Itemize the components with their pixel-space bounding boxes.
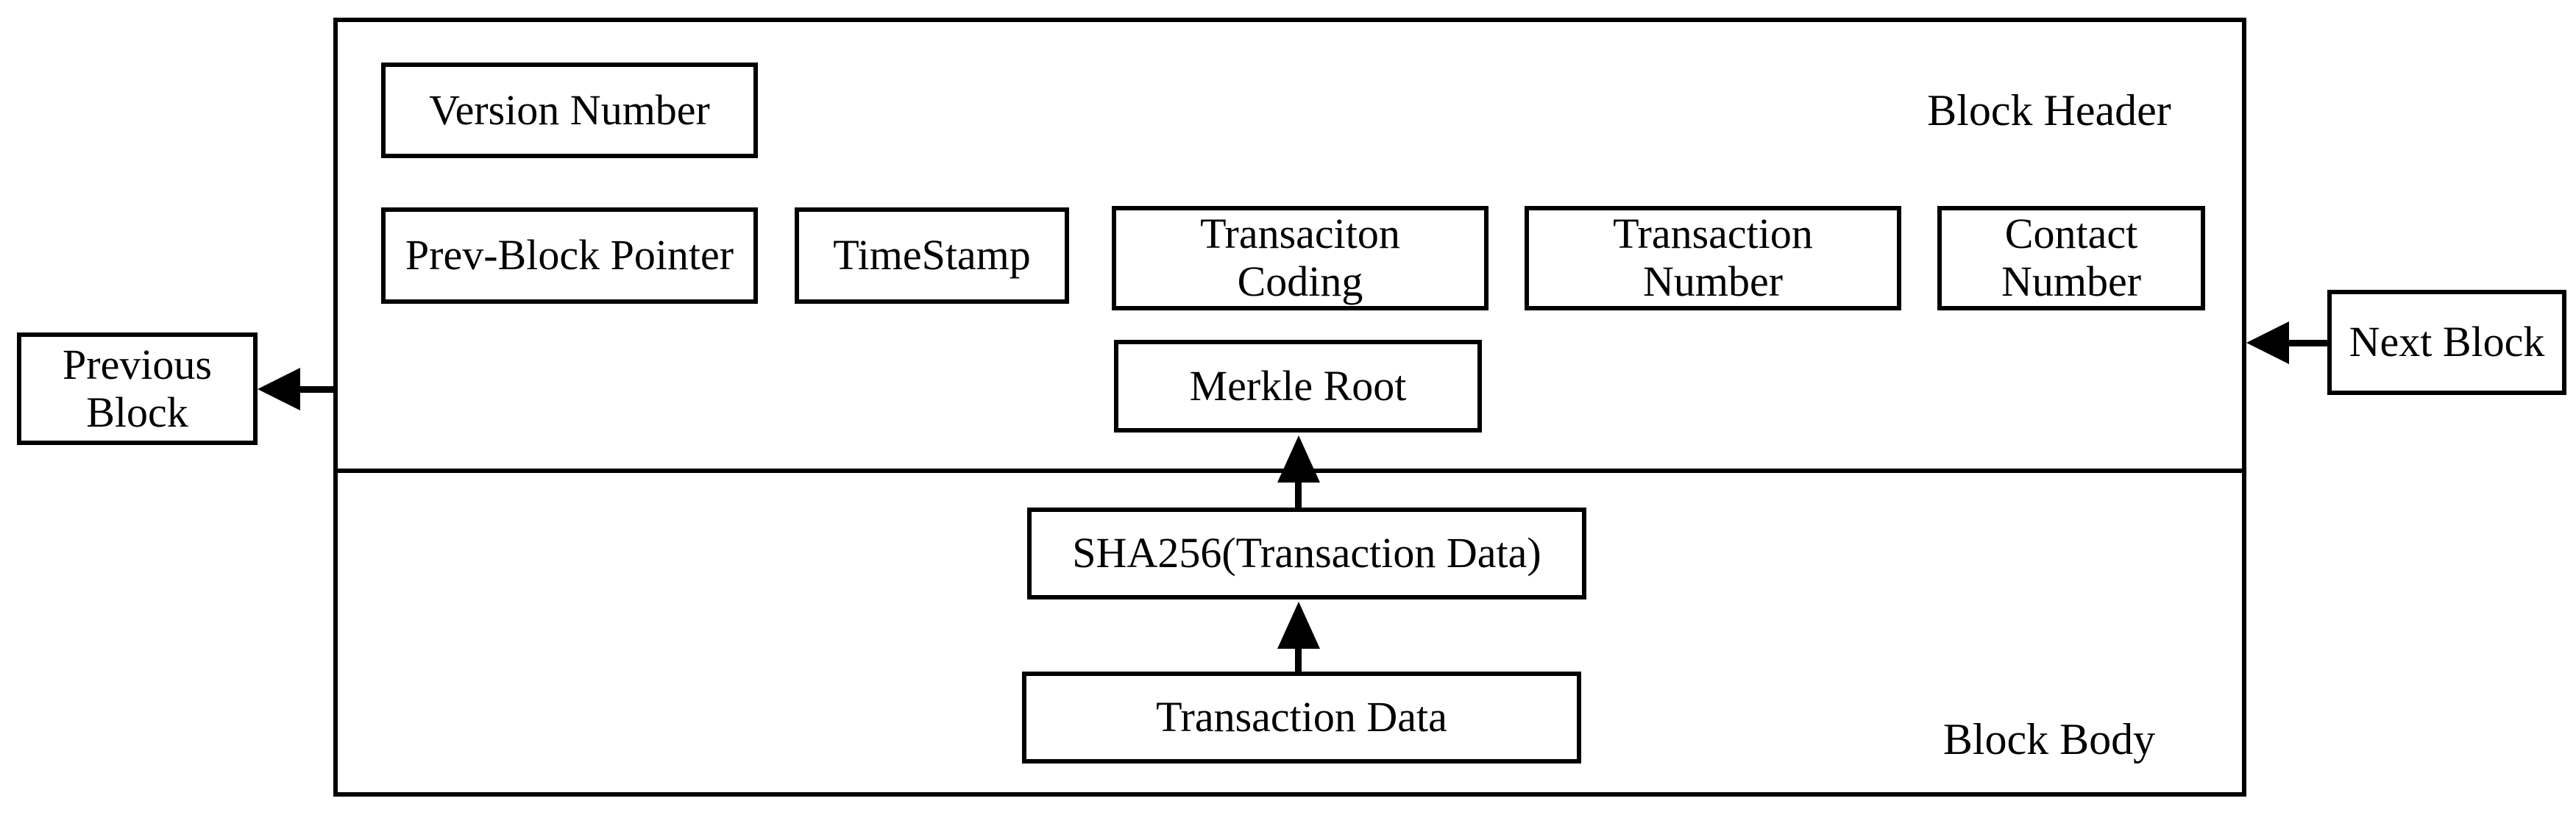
version-number-box: Version Number <box>381 63 758 158</box>
prev-block-pointer-label: Prev-Block Pointer <box>405 231 734 280</box>
previous-block-label: Previous Block <box>63 340 212 436</box>
arrowhead-from-next-block <box>2246 321 2289 364</box>
arrowhead-to-merkle-root <box>1277 435 1320 483</box>
arrow-shaft-to-merkle-root <box>1295 478 1302 510</box>
merkle-root-label: Merkle Root <box>1189 361 1407 410</box>
contact-number-box: Contact Number <box>1937 206 2205 310</box>
arrowhead-to-previous-block <box>258 368 300 410</box>
version-number-label: Version Number <box>429 85 710 134</box>
transaction-coding-box: Transaciton Coding <box>1112 206 1489 310</box>
previous-block-box: Previous Block <box>17 332 258 445</box>
sha256-label: SHA256(Transaction Data) <box>1072 529 1541 577</box>
transaction-number-box: Transaction Number <box>1525 206 1901 310</box>
transaction-number-label: Transaction Number <box>1613 210 1813 305</box>
transaction-coding-label: Transaciton Coding <box>1200 210 1400 305</box>
block-header-label: Block Header <box>1927 85 2171 135</box>
block-body-label: Block Body <box>1942 714 2156 764</box>
timestamp-label: TimeStamp <box>833 231 1031 280</box>
arrow-shaft-to-sha256 <box>1295 644 1302 675</box>
transaction-data-box: Transaction Data <box>1022 672 1581 764</box>
arrow-shaft-from-next-block <box>2285 340 2330 346</box>
next-block-box: Next Block <box>2327 290 2566 395</box>
prev-block-pointer-box: Prev-Block Pointer <box>381 207 758 304</box>
arrowhead-to-sha256 <box>1277 602 1320 649</box>
timestamp-box: TimeStamp <box>795 207 1069 304</box>
sha256-box: SHA256(Transaction Data) <box>1027 508 1586 599</box>
arrow-shaft-to-previous-block <box>296 386 336 393</box>
transaction-data-label: Transaction Data <box>1156 693 1447 741</box>
merkle-root-box: Merkle Root <box>1114 340 1482 433</box>
next-block-label: Next Block <box>2349 318 2545 366</box>
contact-number-label: Contact Number <box>2001 210 2142 305</box>
